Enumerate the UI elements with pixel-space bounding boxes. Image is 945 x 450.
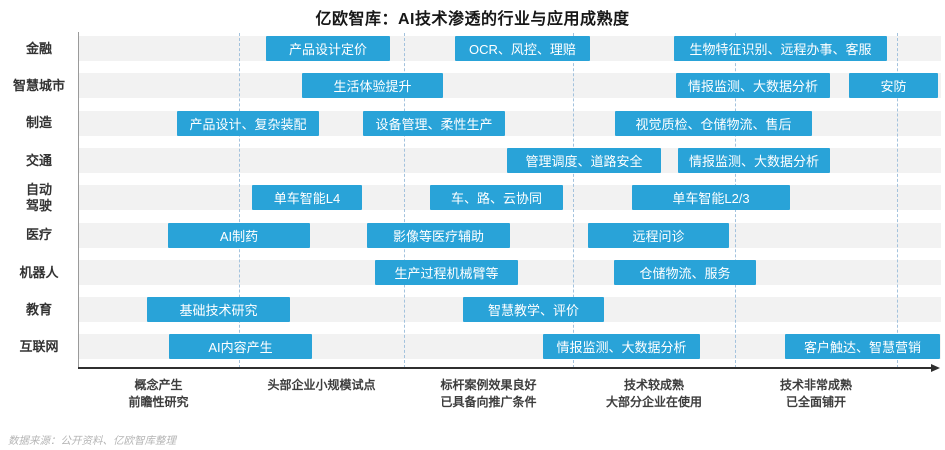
stage-divider-line: [239, 33, 240, 368]
application-box: AI内容产生: [169, 334, 312, 360]
application-box: 视觉质检、仓储物流、售后: [615, 110, 812, 136]
y-axis-line: [78, 32, 79, 368]
application-box: 单车智能L2/3: [632, 185, 790, 211]
row-label-2: 智慧城市: [12, 78, 65, 94]
x-axis-arrow-icon: [931, 364, 940, 372]
application-box: 影像等医疗辅助: [367, 222, 510, 248]
page-title: 亿欧智库：AI技术渗透的行业与应用成熟度: [315, 11, 630, 28]
stage-label-1: 概念产生 前瞻性研究: [128, 378, 189, 410]
row-label-6: 医疗: [25, 227, 52, 243]
row-label-3: 制造: [25, 115, 52, 131]
stage-label-3: 标杆案例效果良好 已具备向推广条件: [440, 378, 537, 410]
stage-label-4: 技术较成熟 大部分企业在使用: [605, 378, 702, 410]
application-box: 单车智能L4: [252, 185, 362, 211]
application-box: 远程问诊: [588, 222, 729, 248]
application-box: 情报监测、大数据分析: [676, 73, 830, 99]
application-box: 车、路、云协同: [430, 185, 563, 211]
application-box: 产品设计、复杂装配: [177, 110, 319, 136]
stage-divider-line: [573, 33, 574, 368]
row-label-1: 金融: [25, 40, 52, 56]
application-box: 管理调度、道路安全: [507, 147, 661, 173]
row-label-8: 教育: [25, 301, 52, 317]
application-box: 生活体验提升: [302, 73, 443, 99]
stage-label-5: 技术非常成熟 已全面铺开: [779, 378, 852, 410]
application-box: 智慧教学、评价: [463, 297, 604, 323]
application-box: OCR、风控、理赔: [455, 36, 590, 61]
source-note: 数据来源：公开资料、亿欧智库整理: [8, 435, 176, 447]
application-box: 产品设计定价: [266, 36, 390, 61]
application-box: 仓储物流、服务: [614, 259, 756, 285]
x-axis-line: [78, 367, 933, 369]
application-box: 生产过程机械臂等: [375, 259, 518, 285]
application-box: 情报监测、大数据分析: [678, 147, 830, 173]
row-label-5: 自动 驾驶: [25, 182, 52, 213]
application-box: 客户触达、智慧营销: [785, 334, 940, 360]
application-box: 生物特征识别、远程办事、客服: [674, 36, 887, 61]
row-label-9: 互联网: [19, 339, 59, 355]
application-box: 基础技术研究: [147, 297, 290, 323]
stage-divider-line: [404, 33, 405, 368]
stage-divider-line: [897, 33, 898, 368]
application-box: 安防: [849, 73, 938, 99]
application-box: 情报监测、大数据分析: [543, 334, 700, 360]
row-label-7: 机器人: [19, 264, 59, 280]
row-label-4: 交通: [25, 152, 52, 168]
application-box: AI制药: [168, 222, 310, 248]
application-box: 设备管理、柔性生产: [363, 110, 505, 136]
stage-label-2: 头部企业小规模试点: [267, 378, 376, 392]
